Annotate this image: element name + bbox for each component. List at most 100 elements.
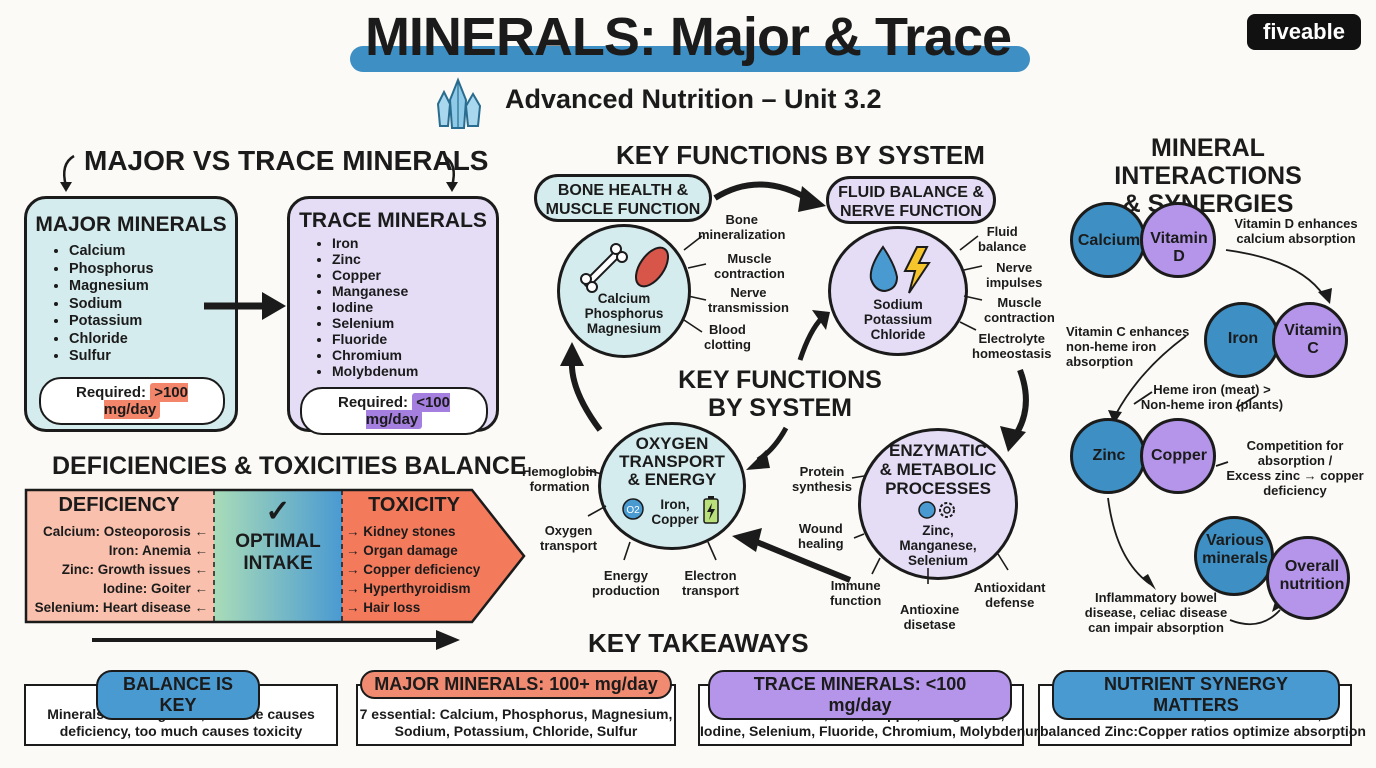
list-item: → Kidney stones: [346, 524, 456, 539]
optimal-line1: OPTIMAL: [235, 531, 321, 552]
battery-icon: [703, 496, 719, 524]
list-item: Iodine: [332, 299, 496, 315]
fluid-balance-pill: FLUID BALANCE & NERVE FUNCTION: [826, 176, 996, 224]
venn-label: Vitamin D: [1150, 230, 1208, 265]
enzymatic-minerals: Zinc, Manganese, Selenium: [899, 523, 977, 568]
title-underline: [350, 46, 1030, 72]
bone-minerals: Calcium Phosphorus Magnesium: [560, 291, 688, 336]
oxygen-label: Energy production: [592, 568, 660, 598]
list-item: Zinc: Growth issues ←: [61, 562, 208, 577]
trace-minerals-box: TRACE MINERALS Iron Zinc Copper Manganes…: [287, 196, 499, 435]
fluid-label: Nerve impulses: [986, 260, 1043, 290]
venn-circle-vitamin-c: [1272, 302, 1348, 378]
mineral-name: Magnesium: [586, 321, 662, 336]
venn-circle-calcium: [1070, 202, 1146, 278]
interaction-note: Vitamin D enhances calcium absorption: [1234, 216, 1358, 246]
fiveable-logo[interactable]: fiveable: [1247, 14, 1361, 50]
title-line: & ENERGY: [627, 470, 717, 489]
takeaway-label: MAJOR MINERALS: 100+ mg/day: [360, 670, 672, 699]
list-item: Zinc: [332, 251, 496, 267]
fluid-label: Electrolyte homeostasis: [972, 331, 1052, 361]
title-line: ENZYMATIC: [889, 441, 987, 460]
enzymatic-label-arrows: [851, 475, 1009, 584]
pill-line: MUSCLE FUNCTION: [545, 201, 701, 218]
list-item: Manganese: [332, 283, 496, 299]
interaction-arrows: [1107, 249, 1332, 626]
list-item: Calcium: Osteoporosis ←: [42, 524, 208, 539]
list-item: Selenium: [332, 315, 496, 331]
title-line: & METABOLIC: [879, 460, 997, 479]
fluid-label: Muscle contraction: [984, 295, 1055, 325]
major-minerals-box: MAJOR MINERALS Calcium Phosphorus Magnes…: [24, 196, 238, 432]
pill-line: NERVE FUNCTION: [840, 203, 982, 220]
functions-center-label: KEY FUNCTIONS BY SYSTEM: [650, 366, 910, 422]
oxygen-label: Oxygen transport: [540, 523, 598, 553]
bone-health-pill: BONE HEALTH & MUSCLE FUNCTION: [534, 174, 712, 222]
list-item: Sulfur: [69, 348, 235, 366]
bone-label: Blood clotting: [704, 322, 751, 352]
oxygen-label: Hemoglobin formation: [522, 464, 598, 494]
list-item: Phosphorus: [69, 261, 235, 279]
venn-circle-iron: [1204, 302, 1280, 378]
interaction-note: Inflammatory bowel disease, celiac disea…: [1084, 590, 1228, 635]
list-item: Copper: [332, 267, 496, 283]
trace-required: Required: <100 mg/day: [300, 387, 488, 435]
oxygen-label: Electron transport: [682, 568, 740, 598]
oxygen-title: OXYGEN TRANSPORT & ENERGY: [601, 435, 743, 489]
list-item: Magnesium: [69, 278, 235, 296]
list-item: Iron: Anemia ←: [108, 543, 208, 558]
interaction-note: Competition for absorption / Excess zinc…: [1226, 438, 1364, 498]
optimal-intake: ✓ OPTIMAL INTAKE: [214, 494, 342, 575]
mineral-name: Phosphorus: [584, 306, 664, 321]
list-item: Iron: [332, 235, 496, 251]
pill-line: BONE HEALTH &: [557, 182, 689, 199]
functions-title: KEY FUNCTIONS BY SYSTEM: [616, 140, 985, 170]
takeaway-text: 7 essential: Calcium, Phosphorus, Magnes…: [359, 706, 673, 739]
page-subtitle: Advanced Nutrition – Unit 3.2: [505, 84, 882, 114]
toxicity-list: → Kidney stones → Organ damage → Copper …: [346, 522, 480, 617]
list-item: Calcium: [69, 243, 235, 261]
oxygen-transport-circle: OXYGEN TRANSPORT & ENERGY O2 Iron, Coppe…: [598, 422, 746, 550]
bone-health-circle: Calcium Phosphorus Magnesium: [557, 224, 691, 358]
venn-circle-overall-nutrition: [1266, 536, 1350, 620]
enzymatic-title: ENZYMATIC & METABOLIC PROCESSES: [861, 441, 1015, 498]
major-to-trace-arrow: [204, 292, 286, 320]
list-item: Iodine: Goiter ←: [102, 581, 208, 596]
title-line: OXYGEN: [635, 434, 709, 453]
list-item: Chloride: [69, 331, 235, 349]
fluid-minerals: Sodium Potassium Chloride: [831, 297, 965, 342]
required-label: Required:: [338, 394, 409, 411]
venn-circle-vitamin-d: [1140, 202, 1216, 278]
venn-label: Overall nutrition: [1279, 558, 1345, 593]
major-minerals-list: Calcium Phosphorus Magnesium Sodium Pota…: [27, 243, 235, 366]
bone-label: Nerve transmission: [708, 285, 789, 315]
enzymatic-label: Wound healing: [798, 521, 844, 551]
deficiency-list: Calcium: Osteoporosis ← Iron: Anemia ← Z…: [28, 522, 208, 617]
list-item: → Hair loss: [346, 600, 421, 615]
venn-label: Vitamin C: [1284, 322, 1342, 357]
venn-label: Copper: [1151, 447, 1207, 464]
bone-label: Muscle contraction: [714, 251, 785, 281]
required-label: Required:: [76, 384, 147, 401]
mineral-name: Chloride: [870, 327, 926, 342]
venn-circle-copper: [1140, 418, 1216, 494]
enzymatic-label: Protein synthesis: [792, 464, 852, 494]
list-item: Chromium: [332, 347, 496, 363]
list-item: Sodium: [69, 296, 235, 314]
venn-label: Calcium: [1077, 232, 1141, 249]
list-item: → Organ damage: [346, 543, 458, 558]
takeaway-label: BALANCE IS KEY: [96, 670, 260, 720]
balance-bar: [24, 488, 526, 624]
venn-label: Various minerals: [1202, 532, 1268, 567]
takeaway-label: NUTRIENT SYNERGY MATTERS: [1052, 670, 1340, 720]
bone-label: Bone mineralization: [698, 212, 786, 242]
fluid-label-arrows: [959, 235, 983, 331]
fluid-balance-circle: Sodium Potassium Chloride: [828, 226, 968, 356]
mineral-name: Sodium: [873, 297, 923, 312]
list-item: Potassium: [69, 313, 235, 331]
crystal-icon: [436, 77, 482, 129]
enzymatic-label: Antioxidant defense: [974, 580, 1046, 610]
list-item: Selenium: Heart disease ←: [34, 600, 208, 615]
venn-label: Iron: [1227, 330, 1259, 347]
enzymatic-label: Immune function: [830, 578, 882, 608]
